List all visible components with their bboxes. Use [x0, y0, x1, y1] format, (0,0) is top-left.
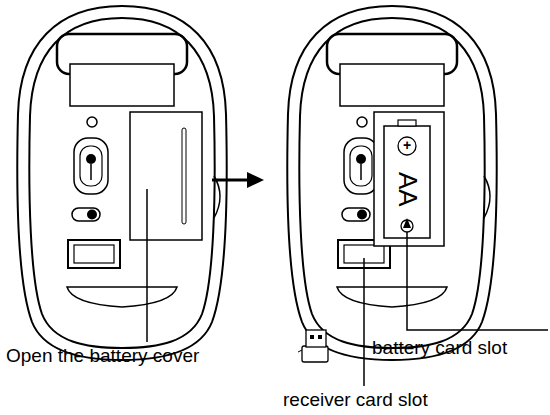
- callout-label: battery card slot: [372, 338, 507, 359]
- leader-line: [407, 232, 548, 330]
- leader-line: [146, 189, 148, 342]
- callout-label: Open the battery cover: [6, 346, 199, 367]
- polarity-mark: +: [403, 138, 411, 153]
- leader-line: [363, 258, 365, 386]
- callout-label: receiver card slot: [283, 390, 428, 411]
- battery-type: AA: [393, 172, 422, 207]
- usb-receiver: [298, 330, 328, 362]
